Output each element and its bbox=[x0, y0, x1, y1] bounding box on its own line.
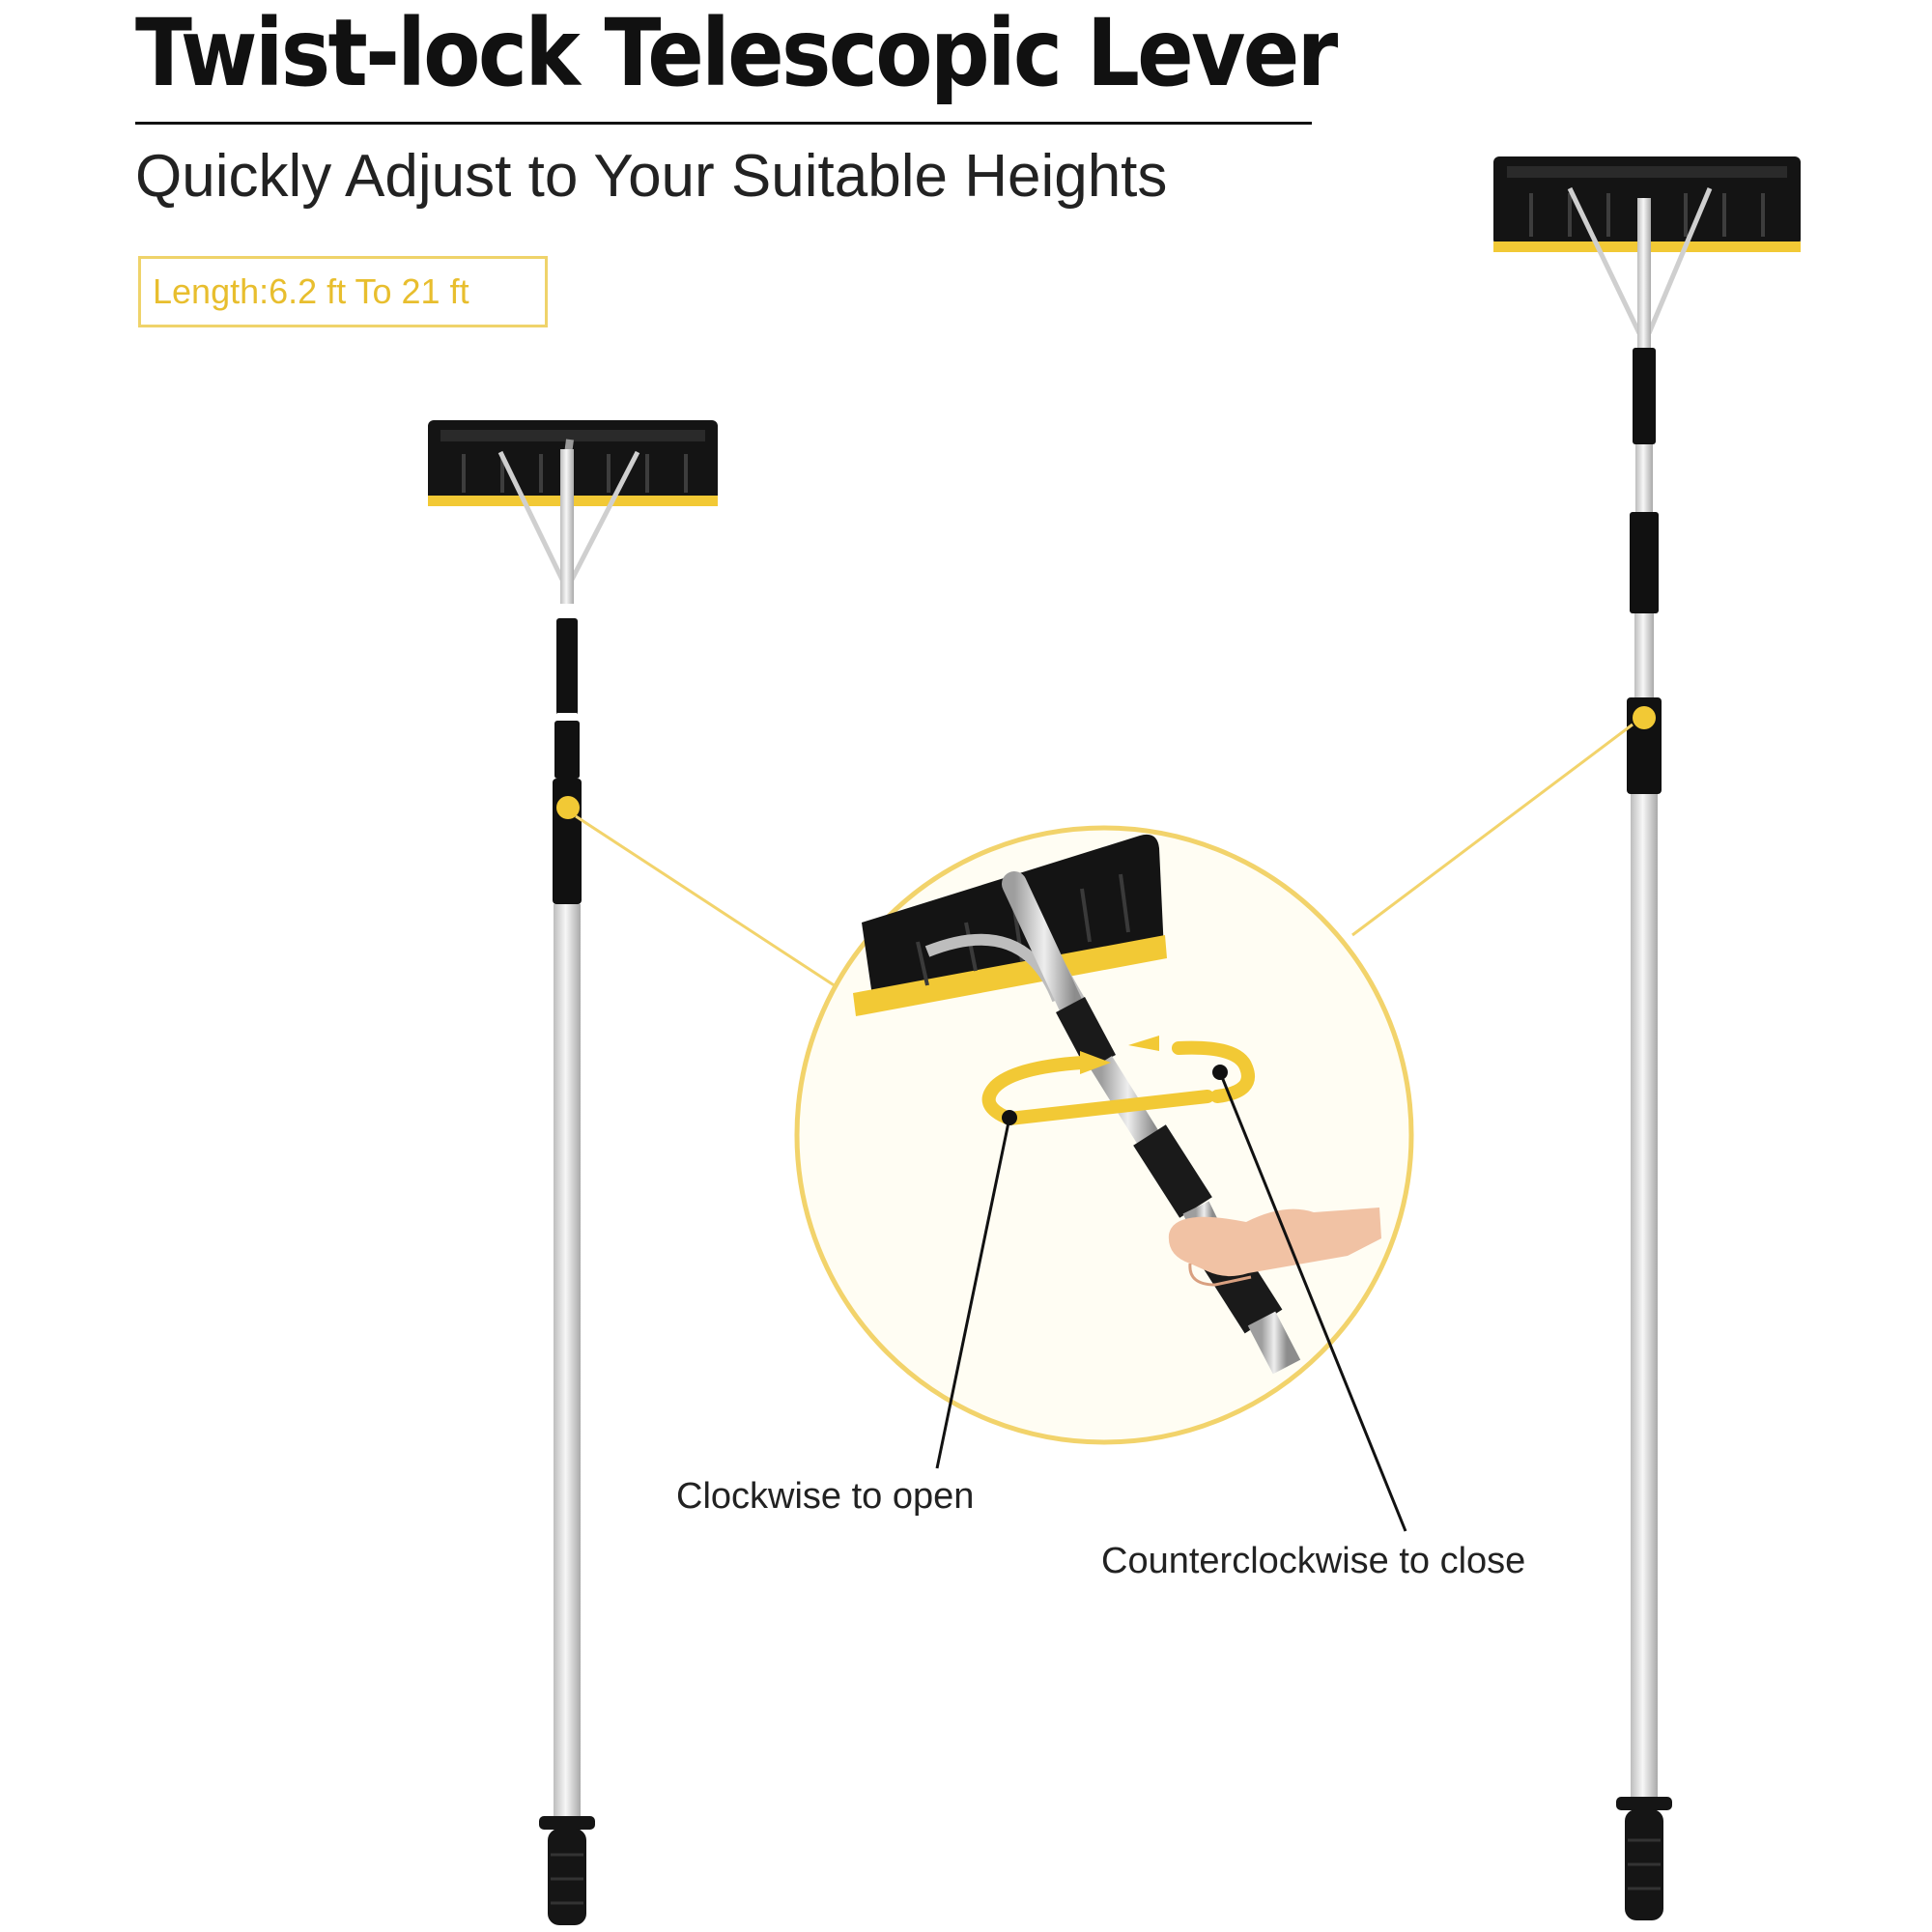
left-snow-rake bbox=[428, 420, 718, 1925]
twist-direction-arrows bbox=[981, 1036, 1255, 1125]
length-spec-label: Length:6.2 ft To 21 ft bbox=[153, 271, 469, 311]
left-handle-grip bbox=[539, 1816, 595, 1925]
detail-twist-lock-middle bbox=[1133, 1124, 1212, 1218]
page-title: Twist-lock Telescopic Lever bbox=[135, 0, 1338, 107]
title-underline bbox=[135, 122, 1312, 125]
right-lock-marker bbox=[1633, 706, 1656, 729]
hand-illustration bbox=[1168, 1208, 1381, 1287]
right-twist-lock-2 bbox=[1630, 512, 1659, 613]
right-snow-rake bbox=[1493, 156, 1801, 1920]
right-connector-line bbox=[1351, 723, 1634, 937]
right-pole-top bbox=[1637, 198, 1651, 348]
callout-clockwise-open: Clockwise to open bbox=[676, 1476, 975, 1517]
open-pointer-line bbox=[935, 1117, 1011, 1469]
callout-counterclockwise-close: Counterclockwise to close bbox=[1101, 1541, 1526, 1581]
detail-pole-lower bbox=[1247, 1311, 1301, 1375]
right-twist-lock-1 bbox=[1633, 348, 1656, 444]
left-lock-marker bbox=[556, 796, 580, 819]
right-pole-body bbox=[1631, 794, 1658, 1808]
left-twist-lock-1 bbox=[556, 618, 578, 715]
right-handle-grip bbox=[1616, 1797, 1672, 1920]
twist-lock-detail-circle bbox=[794, 825, 1414, 1445]
detail-twist-lock-upper bbox=[1056, 997, 1116, 1070]
left-twist-lock-2 bbox=[554, 721, 580, 779]
left-connector-line bbox=[575, 814, 839, 990]
close-pointer-line bbox=[1218, 1071, 1407, 1532]
page-subtitle: Quickly Adjust to Your Suitable Heights bbox=[135, 143, 1168, 210]
detail-pole-upper bbox=[1002, 871, 1087, 1025]
left-pole-body bbox=[554, 904, 581, 1832]
length-spec-badge: Length:6.2 ft To 21 ft bbox=[138, 256, 548, 327]
left-pole-top bbox=[560, 449, 574, 604]
